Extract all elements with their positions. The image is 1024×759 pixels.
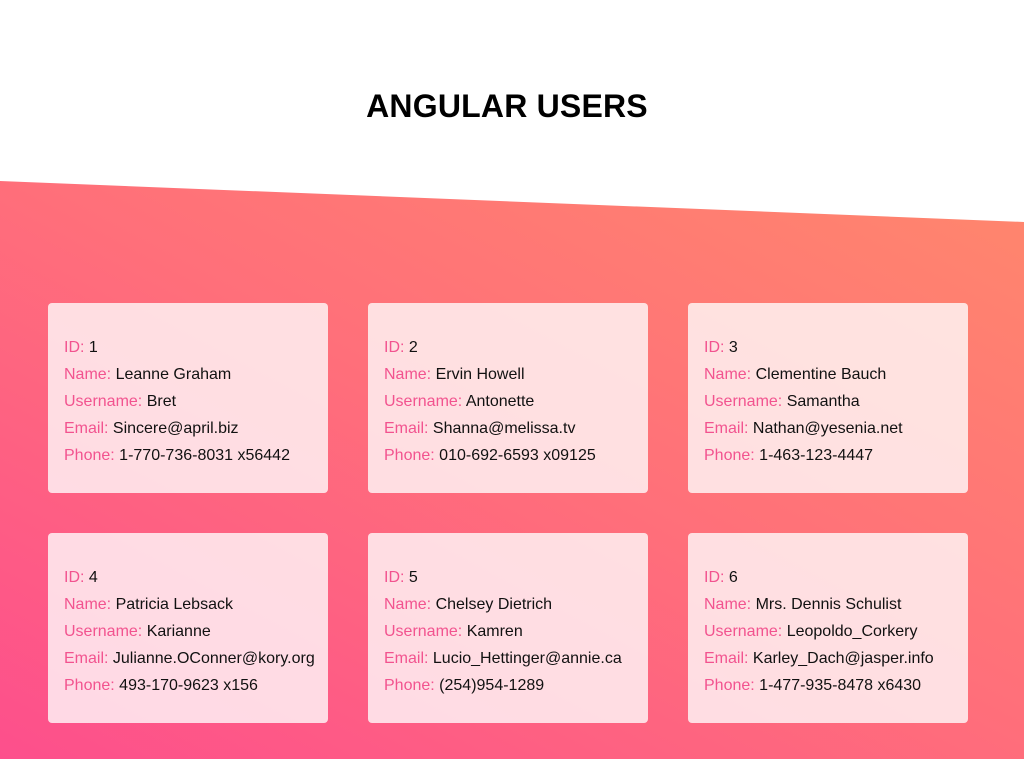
user-name-value: Ervin Howell [435, 366, 525, 383]
user-name-row: Name: Clementine Bauch [704, 361, 968, 388]
user-username-row: Username: Kamren [384, 618, 648, 645]
email-label: Email: [64, 650, 109, 667]
user-card: ID: 1 Name: Leanne Graham Username: Bret… [48, 303, 328, 493]
user-id-row: ID: 6 [704, 564, 968, 591]
name-label: Name: [384, 596, 432, 613]
user-name-row: Name: Mrs. Dennis Schulist [704, 591, 968, 618]
id-label: ID: [64, 339, 85, 356]
user-username-row: Username: Bret [64, 388, 328, 415]
username-label: Username: [704, 623, 783, 640]
user-name-row: Name: Ervin Howell [384, 361, 648, 388]
user-username-row: Username: Leopoldo_Corkery [704, 618, 968, 645]
phone-label: Phone: [384, 677, 435, 694]
email-label: Email: [704, 420, 749, 437]
email-label: Email: [64, 420, 109, 437]
user-card: ID: 4 Name: Patricia Lebsack Username: K… [48, 533, 328, 723]
user-email-value: Karley_Dach@jasper.info [752, 650, 934, 667]
user-email-value: Lucio_Hettinger@annie.ca [432, 650, 622, 667]
user-phone-value: 1-463-123-4447 [759, 447, 874, 464]
user-id-value: 4 [88, 569, 98, 586]
username-label: Username: [704, 393, 783, 410]
user-id-value: 2 [408, 339, 418, 356]
user-id-value: 6 [728, 569, 738, 586]
user-id-row: ID: 3 [704, 334, 968, 361]
user-name-row: Name: Leanne Graham [64, 361, 328, 388]
user-phone-value: 493-170-9623 x156 [119, 677, 258, 694]
email-label: Email: [704, 650, 749, 667]
user-phone-row: Phone: 493-170-9623 x156 [64, 672, 328, 699]
user-card: ID: 3 Name: Clementine Bauch Username: S… [688, 303, 968, 493]
user-card: ID: 2 Name: Ervin Howell Username: Anton… [368, 303, 648, 493]
name-label: Name: [704, 366, 752, 383]
user-id-row: ID: 5 [384, 564, 648, 591]
user-username-value: Leopoldo_Corkery [786, 623, 918, 640]
name-label: Name: [64, 596, 112, 613]
user-phone-value: 1-770-736-8031 x56442 [119, 447, 290, 464]
user-phone-row: Phone: 010-692-6593 x09125 [384, 442, 648, 469]
id-label: ID: [384, 339, 405, 356]
user-name-value: Leanne Graham [115, 366, 232, 383]
user-username-value: Karianne [146, 623, 211, 640]
name-label: Name: [384, 366, 432, 383]
user-phone-row: Phone: 1-463-123-4447 [704, 442, 968, 469]
name-label: Name: [64, 366, 112, 383]
email-label: Email: [384, 420, 429, 437]
user-username-row: Username: Antonette [384, 388, 648, 415]
user-card: ID: 6 Name: Mrs. Dennis Schulist Usernam… [688, 533, 968, 723]
user-name-row: Name: Chelsey Dietrich [384, 591, 648, 618]
user-email-row: Email: Nathan@yesenia.net [704, 415, 968, 442]
user-email-row: Email: Julianne.OConner@kory.org [64, 645, 328, 672]
user-name-row: Name: Patricia Lebsack [64, 591, 328, 618]
id-label: ID: [704, 569, 725, 586]
user-email-row: Email: Karley_Dach@jasper.info [704, 645, 968, 672]
user-username-value: Antonette [465, 393, 535, 410]
user-card-grid: ID: 1 Name: Leanne Graham Username: Bret… [48, 303, 968, 723]
user-id-row: ID: 1 [64, 334, 328, 361]
user-username-value: Bret [146, 393, 177, 410]
phone-label: Phone: [64, 447, 115, 464]
user-phone-row: Phone: 1-477-935-8478 x6430 [704, 672, 968, 699]
user-username-value: Kamren [466, 623, 523, 640]
username-label: Username: [384, 623, 463, 640]
user-phone-value: 010-692-6593 x09125 [439, 447, 596, 464]
user-email-value: Nathan@yesenia.net [752, 420, 903, 437]
user-username-value: Samantha [786, 393, 860, 410]
user-email-row: Email: Lucio_Hettinger@annie.ca [384, 645, 648, 672]
user-name-value: Chelsey Dietrich [435, 596, 553, 613]
user-phone-value: 1-477-935-8478 x6430 [759, 677, 922, 694]
username-label: Username: [384, 393, 463, 410]
user-phone-value: (254)954-1289 [439, 677, 545, 694]
user-name-value: Mrs. Dennis Schulist [755, 596, 902, 613]
user-id-value: 1 [88, 339, 98, 356]
email-label: Email: [384, 650, 429, 667]
user-id-value: 5 [408, 569, 418, 586]
user-email-row: Email: Shanna@melissa.tv [384, 415, 648, 442]
user-id-value: 3 [728, 339, 738, 356]
user-email-value: Sincere@april.biz [112, 420, 239, 437]
user-phone-row: Phone: (254)954-1289 [384, 672, 648, 699]
phone-label: Phone: [64, 677, 115, 694]
username-label: Username: [64, 623, 143, 640]
user-phone-row: Phone: 1-770-736-8031 x56442 [64, 442, 328, 469]
phone-label: Phone: [704, 447, 755, 464]
id-label: ID: [704, 339, 725, 356]
user-name-value: Clementine Bauch [755, 366, 887, 383]
username-label: Username: [64, 393, 143, 410]
user-username-row: Username: Samantha [704, 388, 968, 415]
user-email-row: Email: Sincere@april.biz [64, 415, 328, 442]
phone-label: Phone: [704, 677, 755, 694]
phone-label: Phone: [384, 447, 435, 464]
user-id-row: ID: 4 [64, 564, 328, 591]
user-id-row: ID: 2 [384, 334, 648, 361]
user-username-row: Username: Karianne [64, 618, 328, 645]
id-label: ID: [384, 569, 405, 586]
id-label: ID: [64, 569, 85, 586]
name-label: Name: [704, 596, 752, 613]
page-title: ANGULAR USERS [366, 88, 648, 124]
user-email-value: Shanna@melissa.tv [432, 420, 576, 437]
user-card: ID: 5 Name: Chelsey Dietrich Username: K… [368, 533, 648, 723]
user-name-value: Patricia Lebsack [115, 596, 233, 613]
user-email-value: Julianne.OConner@kory.org [112, 650, 315, 667]
